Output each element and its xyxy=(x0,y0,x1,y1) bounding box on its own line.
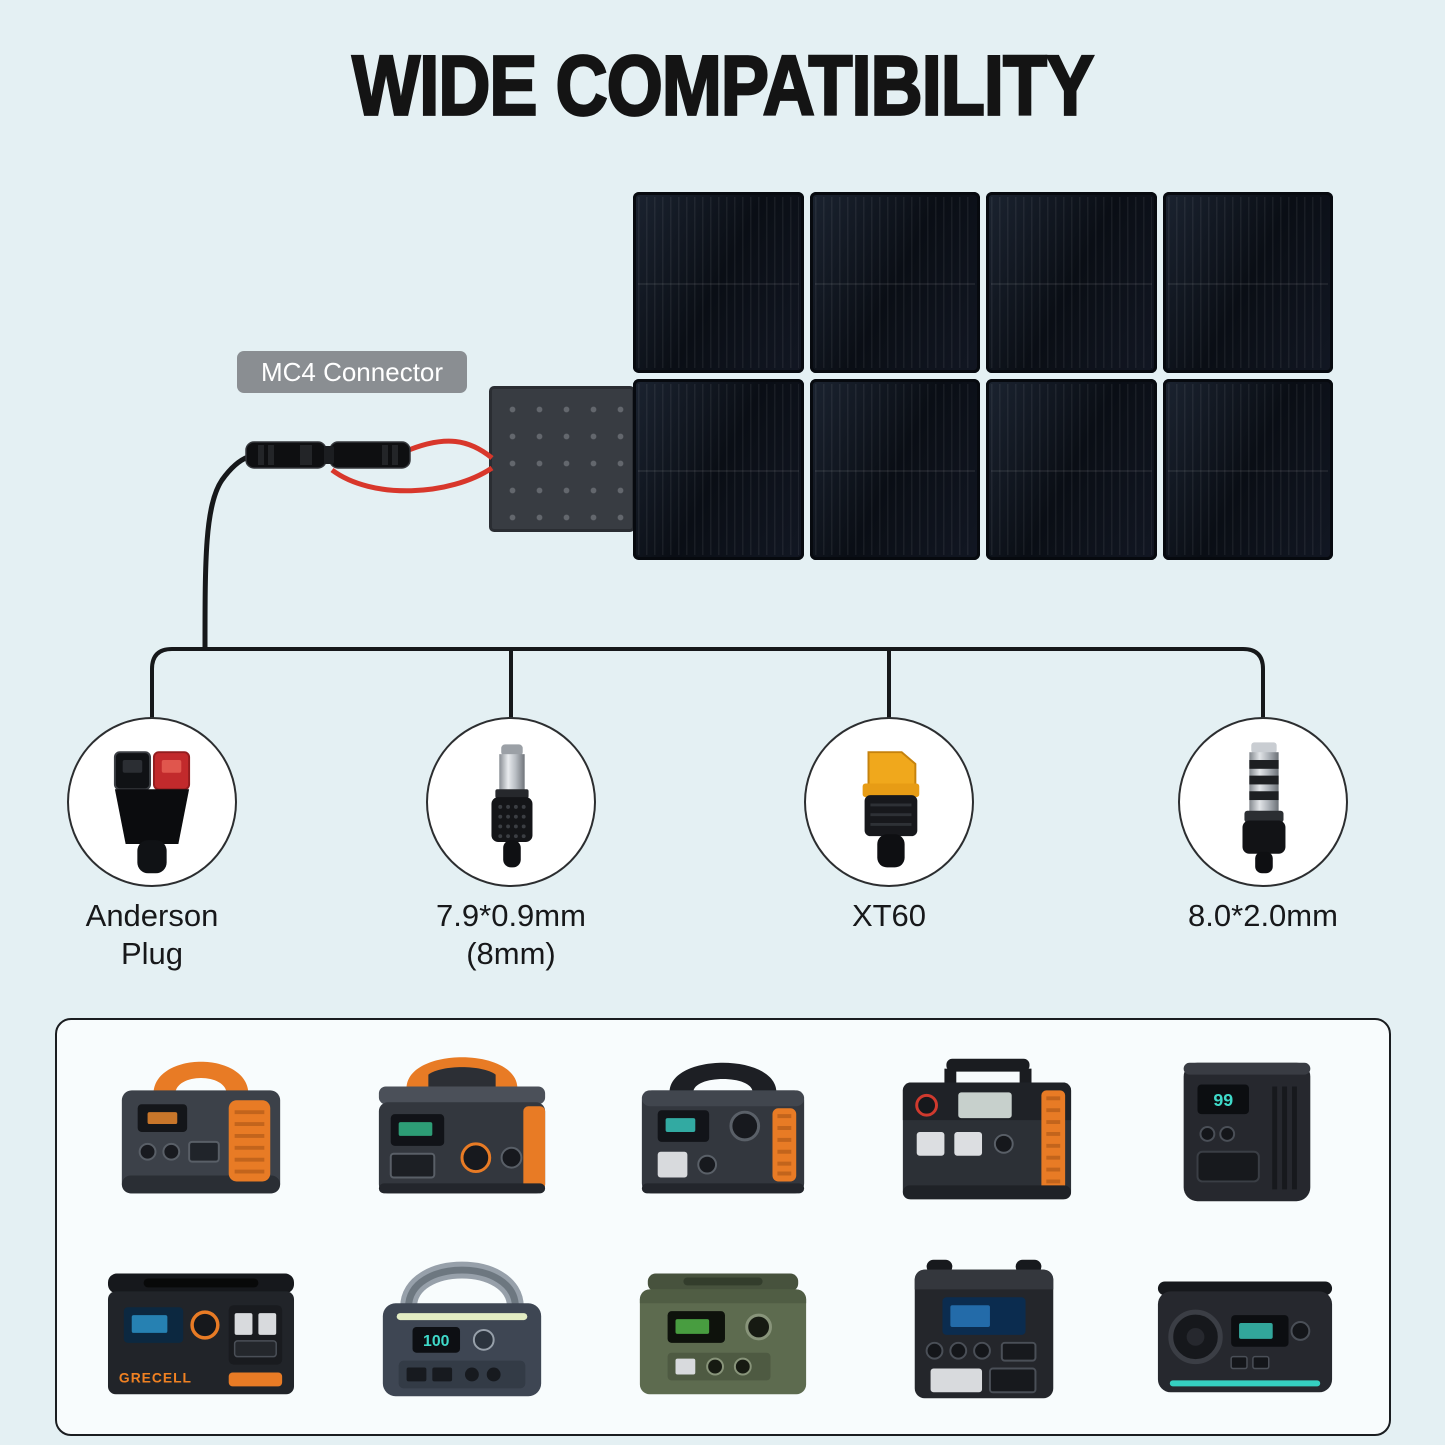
ps7-screen-text: 100 xyxy=(423,1332,450,1349)
grecell-brand-text: GRECELL xyxy=(119,1369,192,1385)
connector-label-xt60: XT60 xyxy=(759,897,1019,935)
power-station-2 xyxy=(379,1056,546,1193)
power-station-6: GRECELL xyxy=(108,1273,295,1394)
power-station-1 xyxy=(122,1061,281,1193)
header: WIDE COMPATIBILITY xyxy=(0,37,1445,134)
dc-7909-plug-icon xyxy=(491,744,533,868)
power-station-4 xyxy=(902,1058,1071,1199)
mc4-connector-label: MC4 Connector xyxy=(237,351,467,393)
dc-8020-plug-icon xyxy=(1242,742,1286,874)
feed-cable xyxy=(202,454,249,650)
solar-cell xyxy=(1162,192,1333,373)
power-station-8 xyxy=(639,1273,807,1394)
solar-cell xyxy=(809,379,980,560)
anderson-plug-icon xyxy=(113,751,191,874)
label-line: (8mm) xyxy=(466,936,556,971)
power-station-5: 99 xyxy=(1183,1062,1310,1201)
red-wire-1 xyxy=(403,438,494,460)
ps5-screen-text: 99 xyxy=(1213,1090,1233,1110)
mc4-connector-pair-icon xyxy=(245,441,411,469)
red-wire-2 xyxy=(330,465,494,494)
connector-label-dc7909: 7.9*0.9mm (8mm) xyxy=(381,897,641,973)
solar-cell xyxy=(633,379,804,560)
solar-cell xyxy=(633,192,804,373)
label-line: 7.9*0.9mm xyxy=(436,898,586,933)
devices-grid: 99 GRECELL xyxy=(57,1020,1389,1434)
connector-label-dc8020: 8.0*2.0mm xyxy=(1133,897,1393,935)
connector-circle-dc8020 xyxy=(1178,717,1348,887)
label-line: 8.0*2.0mm xyxy=(1188,898,1338,933)
connector-circle-dc7909 xyxy=(426,717,596,887)
solar-panel-back-cover xyxy=(489,386,635,532)
power-station-9 xyxy=(914,1259,1054,1398)
connector-circle-anderson xyxy=(67,717,237,887)
solar-cell xyxy=(1162,379,1333,560)
solar-cell xyxy=(986,192,1157,373)
compatible-devices-box: 99 GRECELL xyxy=(55,1018,1391,1436)
label-line: Anderson xyxy=(85,898,219,933)
solar-cell xyxy=(809,192,980,373)
power-station-3 xyxy=(641,1062,805,1193)
label-line: Plug xyxy=(120,936,184,971)
xt60-plug-icon xyxy=(862,751,920,868)
page-title: WIDE COMPATIBILITY xyxy=(351,37,1095,134)
label-line: XT60 xyxy=(851,898,927,933)
bus-line xyxy=(150,647,1265,719)
power-station-7: 100 xyxy=(383,1261,542,1396)
solar-cell xyxy=(986,379,1157,560)
connector-circle-xt60 xyxy=(804,717,974,887)
connector-label-anderson: Anderson Plug xyxy=(22,897,282,973)
power-station-10 xyxy=(1157,1280,1332,1392)
solar-panel xyxy=(633,192,1333,560)
